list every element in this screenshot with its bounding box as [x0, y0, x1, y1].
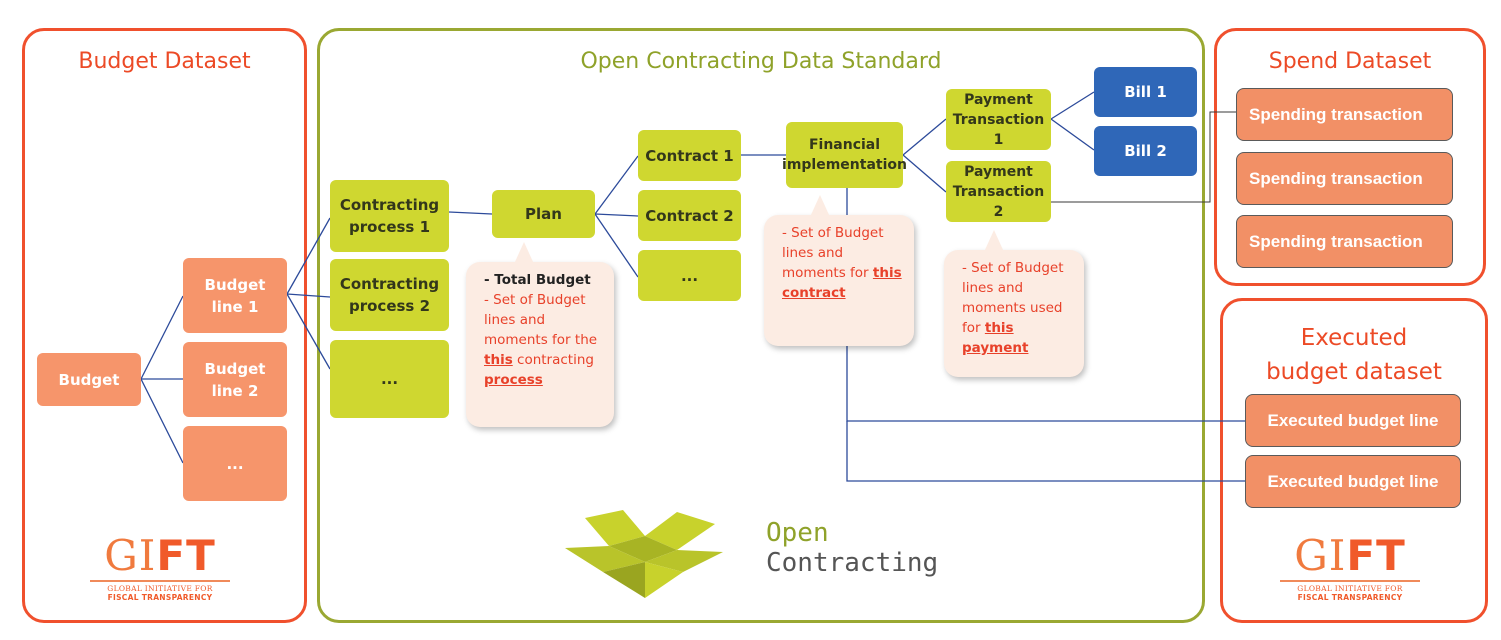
financial-implementation-box[interactable]: Financial implementation: [782, 122, 907, 188]
contract-callout-text: - Set of Budget lines and moments for: [782, 225, 884, 281]
executed-budget-line-1[interactable]: Executed budget line: [1245, 394, 1461, 447]
contracting-process-2-box[interactable]: Contracting process 2: [330, 259, 449, 331]
oc-wordmark-contracting: Contracting: [766, 548, 939, 578]
executed-dataset-panel: Executed budget dataset: [1220, 298, 1488, 623]
ocds-title: Open Contracting Data Standard: [580, 49, 942, 74]
budget-box[interactable]: Budget: [37, 353, 141, 406]
bill-2-box[interactable]: Bill 2: [1094, 126, 1197, 176]
gift-logo-right: GIFT GLOBAL INITIATIVE FOR FISCAL TRANSP…: [1276, 534, 1424, 602]
contracting-process-more-box[interactable]: ...: [330, 340, 449, 418]
spend-dataset-panel: Spend Dataset: [1214, 28, 1486, 286]
gift-logo-light: GI: [1294, 531, 1347, 580]
payment-transaction-1-box[interactable]: Payment Transaction 1: [946, 89, 1051, 150]
contract-1-box[interactable]: Contract 1: [638, 130, 741, 181]
contract-callout: - Set of Budget lines and moments for th…: [764, 195, 914, 346]
callout-tail: [810, 195, 830, 217]
gift-logo-bold: FT: [156, 531, 216, 580]
budget-dataset-title: Budget Dataset: [78, 49, 251, 74]
open-contracting-logo-icon: [565, 510, 723, 598]
spending-transaction-2[interactable]: Spending transaction: [1236, 152, 1453, 205]
bill-1-box[interactable]: Bill 1: [1094, 67, 1197, 117]
callout-tail: [984, 230, 1004, 252]
plan-callout-text: - Set of Budget lines and moments for th…: [484, 292, 598, 348]
gift-logo-left: GIFT GLOBAL INITIATIVE FOR FISCAL TRANSP…: [86, 534, 234, 602]
spending-transaction-1[interactable]: Spending transaction: [1236, 88, 1453, 141]
oc-wordmark-open: Open: [766, 518, 829, 548]
gift-logo-line-1: GLOBAL INITIATIVE FOR: [1297, 584, 1403, 593]
gift-logo-line-1: GLOBAL INITIATIVE FOR: [107, 584, 213, 593]
plan-callout-text-2: contracting: [512, 352, 594, 368]
spending-transaction-3[interactable]: Spending transaction: [1236, 215, 1453, 268]
budget-line-more-box[interactable]: ...: [183, 426, 287, 501]
contract-more-box[interactable]: ...: [638, 250, 741, 301]
callout-tail: [514, 242, 534, 264]
plan-callout-process: process: [484, 372, 543, 388]
budget-line-1-box[interactable]: Budget line 1: [183, 258, 287, 333]
gift-logo-bold: FT: [1346, 531, 1406, 580]
payment-callout: - Set of Budget lines and moments used f…: [944, 230, 1084, 377]
contract-callout-link: this contract: [782, 265, 902, 301]
payment-callout-text: - Set of Budget lines and moments used f…: [962, 260, 1064, 336]
payment-transaction-2-box[interactable]: Payment Transaction 2: [946, 161, 1051, 222]
budget-line-2-box[interactable]: Budget line 2: [183, 342, 287, 417]
open-contracting-wordmark: Open Contracting: [766, 518, 938, 578]
spend-dataset-title: Spend Dataset: [1268, 49, 1432, 74]
plan-callout: - Total Budget - Set of Budget lines and…: [466, 242, 614, 427]
gift-logo-light: GI: [104, 531, 157, 580]
executed-budget-line-2[interactable]: Executed budget line: [1245, 455, 1461, 508]
gift-logo-line-2: FISCAL TRANSPARENCY: [107, 593, 213, 602]
payment-callout-link: this payment: [962, 320, 1029, 356]
gift-logo-line-2: FISCAL TRANSPARENCY: [1297, 593, 1403, 602]
plan-callout-this: this: [484, 352, 513, 368]
plan-box[interactable]: Plan: [492, 190, 595, 238]
executed-dataset-title: Executed budget dataset: [1266, 325, 1442, 385]
plan-callout-total-budget: - Total Budget: [484, 272, 591, 288]
ocds-panel: Open Contracting Data Standard: [317, 28, 1205, 623]
contracting-process-1-box[interactable]: Contracting process 1: [330, 180, 449, 252]
contract-2-box[interactable]: Contract 2: [638, 190, 741, 241]
